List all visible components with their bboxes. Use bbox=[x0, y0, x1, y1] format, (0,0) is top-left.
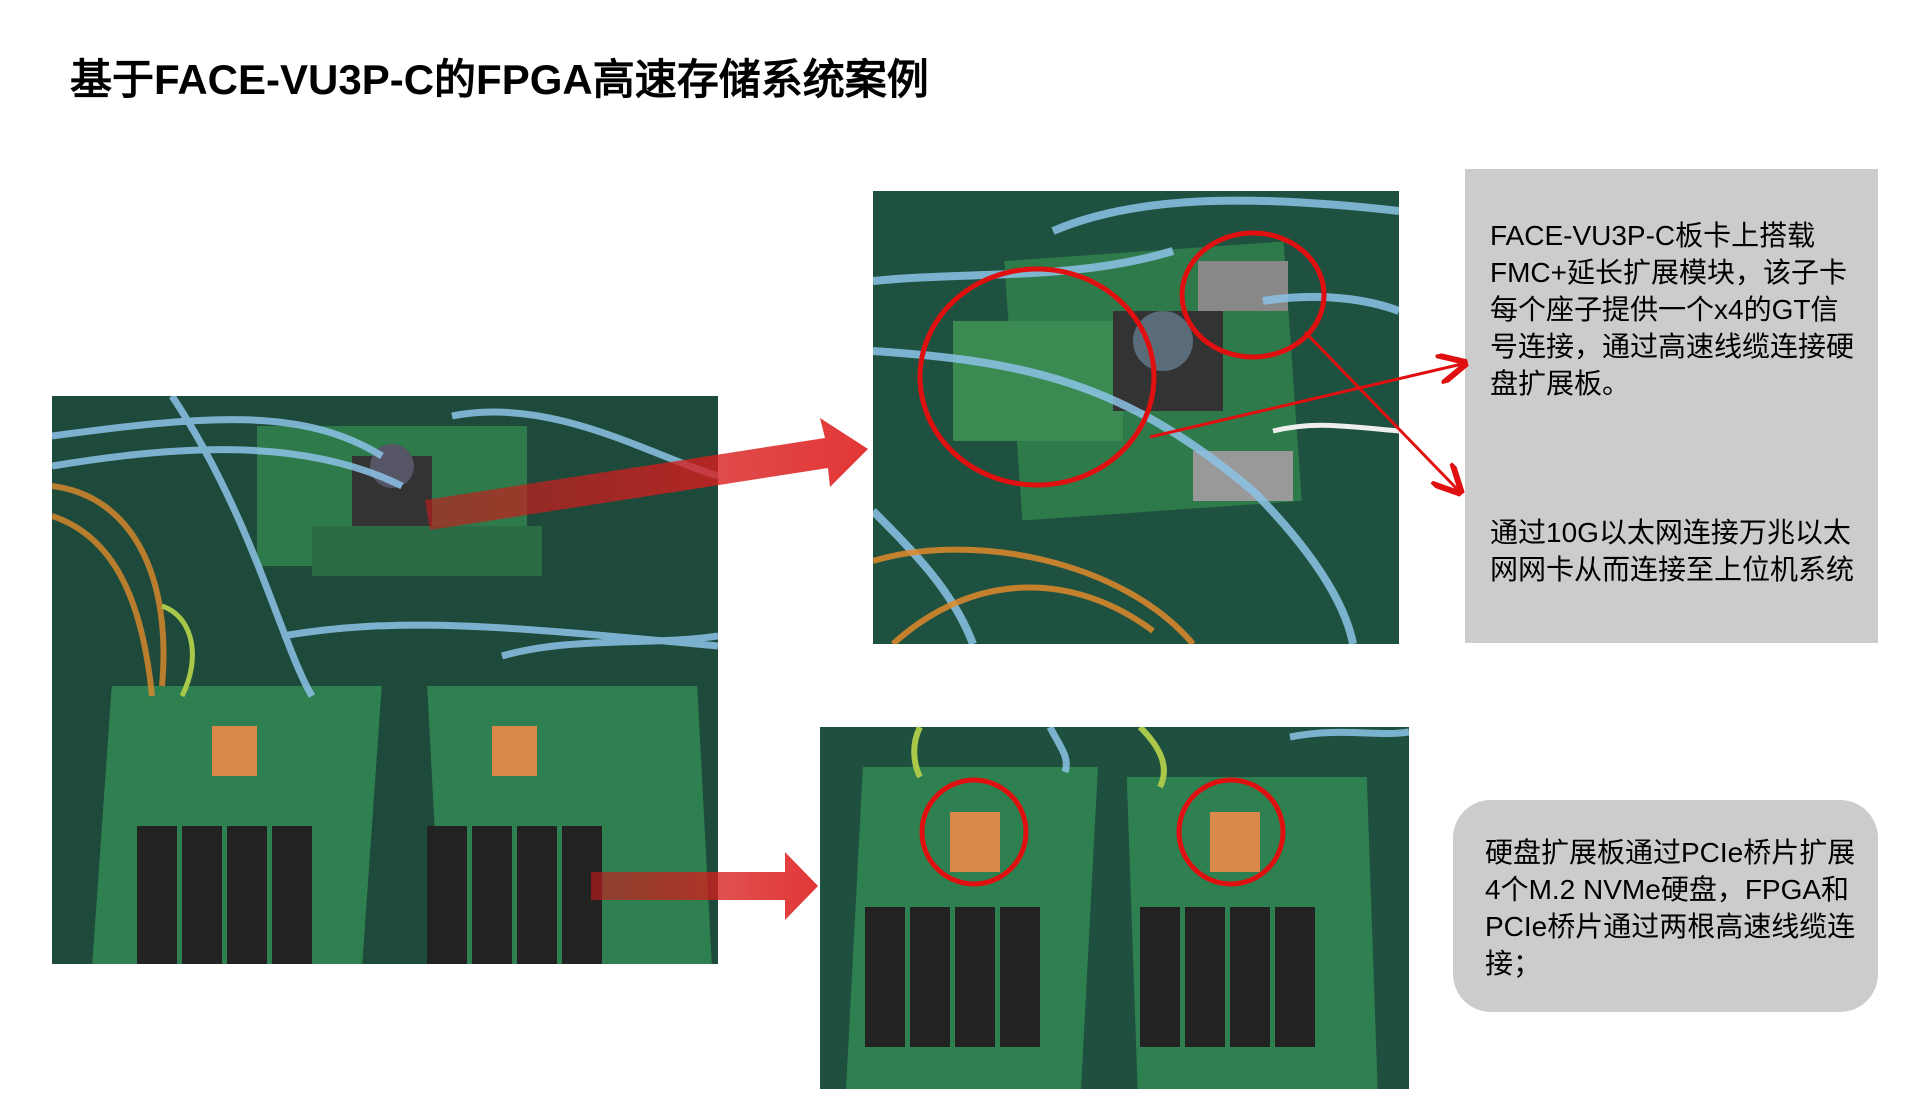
note-fmc-text: FACE-VU3P-C板卡上搭载FMC+延长扩展模块，该子卡每个座子提供一个x4… bbox=[1490, 220, 1855, 399]
page-title: 基于FACE-VU3P-C的FPGA高速存储系统案例 bbox=[70, 56, 929, 103]
note-pcie-text: 硬盘扩展板通过PCIe桥片扩展4个M.2 NVMe硬盘，FPGA和PCIe桥片通… bbox=[1485, 837, 1856, 979]
note-fmc-and-ethernet: FACE-VU3P-C板卡上搭载FMC+延长扩展模块，该子卡每个座子提供一个x4… bbox=[1465, 169, 1878, 643]
overview-photo bbox=[52, 396, 718, 964]
fpga-board-photo bbox=[873, 191, 1399, 644]
note-ethernet-text: 通过10G以太网连接万兆以太网网卡从而连接至上位机系统 bbox=[1490, 517, 1855, 585]
nvme-boards-photo bbox=[820, 727, 1409, 1089]
note-pcie-bridge: 硬盘扩展板通过PCIe桥片扩展4个M.2 NVMe硬盘，FPGA和PCIe桥片通… bbox=[1453, 800, 1878, 1012]
